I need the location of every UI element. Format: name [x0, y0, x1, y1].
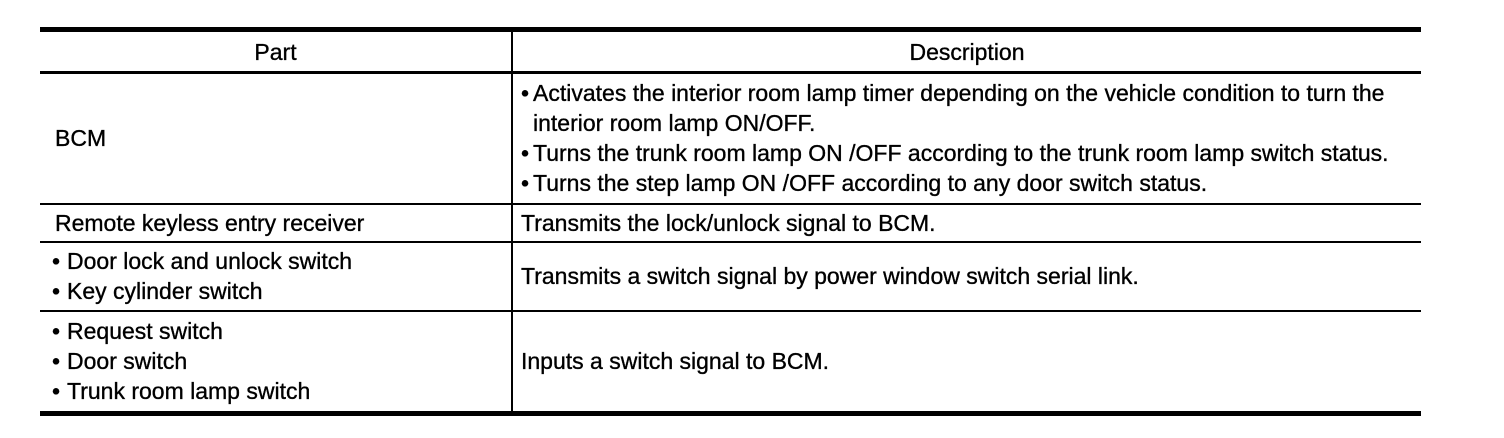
bullet-icon: •: [52, 248, 61, 274]
bullet-item: • Turns the step lamp ON /OFF according …: [521, 168, 1415, 198]
table-body: BCM • Activates the interior room lamp t…: [40, 71, 1421, 414]
column-header-description: Description: [512, 29, 1421, 74]
description-cell-bcm: • Activates the interior room lamp timer…: [512, 71, 1421, 204]
bullet-icon: •: [521, 140, 530, 167]
part-bullet-list: • Door lock and unlock switch • Key cyli…: [40, 246, 510, 306]
column-header-part: Part: [40, 29, 513, 74]
part-cell-bcm: BCM: [40, 71, 513, 204]
description-cell-remote-keyless: Transmits the lock/unlock signal to BCM.: [512, 202, 1421, 242]
description-cell-door-lock-switches: Transmits a switch signal by power windo…: [512, 240, 1421, 311]
bullet-icon: •: [52, 348, 61, 375]
table-row-remote-keyless: Remote keyless entry receiver Transmits …: [40, 202, 1421, 242]
bullet-item: • Key cylinder switch: [52, 276, 505, 306]
bullet-text: Trunk room lamp switch: [67, 378, 311, 405]
bullet-item: • Turns the trunk room lamp ON /OFF acco…: [521, 138, 1415, 168]
bullet-text: Activates the interior room lamp timer d…: [533, 80, 1385, 137]
column-header-description-label: Description: [909, 38, 1025, 65]
header-row: Part Description: [40, 29, 1421, 74]
description-text: Transmits a switch signal by power windo…: [521, 263, 1139, 289]
bullet-item: • Activates the interior room lamp timer…: [521, 78, 1415, 138]
bullet-icon: •: [521, 80, 530, 107]
bullet-item: • Request switch: [52, 316, 505, 346]
bullet-item: • Door lock and unlock switch: [52, 246, 505, 276]
part-cell-remote-keyless: Remote keyless entry receiver: [40, 202, 513, 242]
bullet-text: Request switch: [67, 318, 223, 345]
column-header-part-label: Part: [254, 38, 297, 65]
table-row-request-switches: • Request switch • Door switch • Trunk r…: [40, 309, 1421, 414]
description-bullet-list: • Activates the interior room lamp timer…: [513, 78, 1421, 198]
bullet-item: • Door switch: [52, 346, 505, 376]
table-row-door-lock-switches: • Door lock and unlock switch • Key cyli…: [40, 240, 1421, 311]
table-row-bcm: BCM • Activates the interior room lamp t…: [40, 71, 1421, 204]
description-text: Inputs a switch signal to BCM.: [521, 348, 830, 375]
part-cell-request-switches: • Request switch • Door switch • Trunk r…: [40, 309, 513, 414]
part-description-table: Part Description BCM •: [40, 27, 1421, 416]
bullet-text: Door switch: [67, 348, 188, 375]
table-header: Part Description: [40, 29, 1421, 74]
bullet-text: Turns the step lamp ON /OFF according to…: [533, 170, 1208, 197]
part-bullet-list: • Request switch • Door switch • Trunk r…: [40, 316, 510, 406]
description-text: Transmits the lock/unlock signal to BCM.: [521, 209, 936, 236]
part-cell-door-lock-switches: • Door lock and unlock switch • Key cyli…: [40, 240, 513, 311]
part-text: Remote keyless entry receiver: [55, 209, 365, 236]
bullet-icon: •: [52, 378, 61, 405]
bullet-icon: •: [52, 318, 61, 345]
bullet-text: Key cylinder switch: [67, 278, 263, 304]
part-description-table-wrap: Part Description BCM •: [40, 27, 1421, 416]
bullet-text: Turns the trunk room lamp ON /OFF accord…: [533, 140, 1389, 167]
bullet-item: • Trunk room lamp switch: [52, 376, 505, 406]
bullet-text: Door lock and unlock switch: [67, 248, 353, 274]
part-text: BCM: [55, 125, 107, 152]
description-cell-request-switches: Inputs a switch signal to BCM.: [512, 309, 1421, 414]
bullet-icon: •: [521, 170, 530, 197]
bullet-icon: •: [52, 278, 61, 304]
